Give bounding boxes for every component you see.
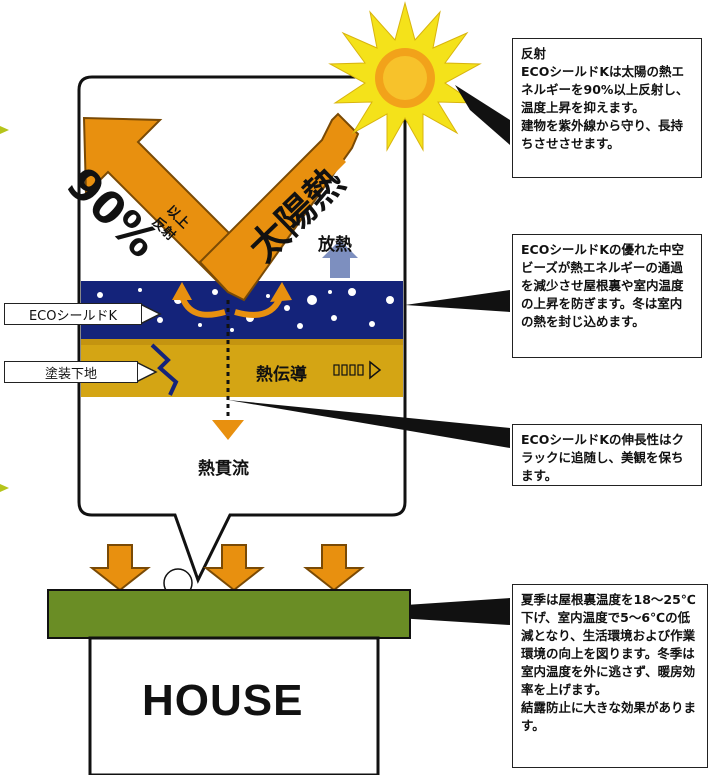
pointer-beads: [405, 290, 510, 312]
elongation-note: ECOシールドKの伸長性はクラックに追随し、美観を保ちます。: [512, 424, 702, 486]
conduction-arrow: [369, 360, 382, 380]
pointer-reflection: [455, 85, 510, 145]
substrate-band: [81, 339, 403, 345]
beads-note: ECOシールドKの優れた中空ビーズが熱エネルギーの通過を減少させ屋根裏や室内温度…: [512, 234, 702, 358]
through-flow-label: 熱貫流: [198, 459, 249, 479]
radiation-label: 放熱: [318, 235, 352, 255]
heat-down-arrows: [89, 544, 365, 592]
curl-arrow-right-head: [270, 282, 292, 302]
crack-line: [150, 343, 179, 396]
radiation-arrow: [322, 240, 358, 278]
left-marker-top: [0, 126, 9, 134]
summer-note: 夏季は屋根裏温度を18～25℃下げ、室内温度で5～6℃の低減となり、生活環境およ…: [512, 584, 708, 768]
eco-shield-tag: ECOシールドK: [4, 303, 142, 325]
pointer-elongation: [228, 400, 510, 448]
conduction-ticks: [333, 364, 364, 376]
house-box: [88, 636, 380, 775]
conduction-label: 熱伝導: [256, 365, 307, 385]
paint-base-tag: 塗装下地: [4, 361, 138, 383]
sun-icon: [328, 1, 482, 152]
reflection-note: 反射 ECOシールドKは太陽の熱エネルギーを90%以上反射し、温度上昇を抑えます…: [512, 38, 702, 178]
left-marker-bottom: [0, 484, 9, 492]
solar-heat-body: [206, 142, 346, 282]
curl-arrow-right: [234, 296, 283, 318]
through-flow-arrowhead: [212, 420, 244, 440]
curl-arrow-left-head: [172, 282, 192, 300]
roof-band: [47, 589, 411, 639]
house-label: HOUSE: [142, 676, 304, 725]
